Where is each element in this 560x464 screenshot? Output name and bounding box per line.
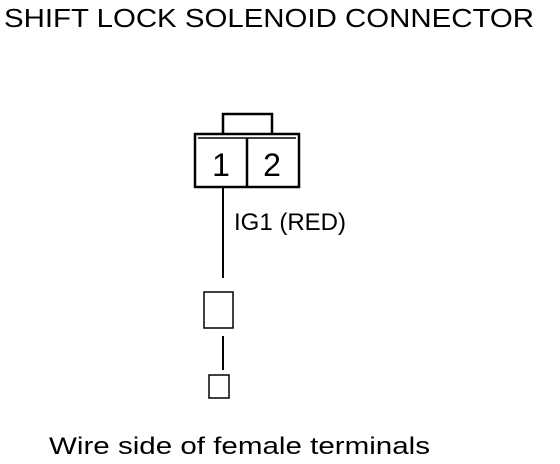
male-terminal [203,291,234,329]
pin-2-label: 2 [263,147,281,183]
diagram-title: SHIFT LOCK SOLENOID CONNECTOR [4,3,534,33]
wire-label: IG1 (RED) [234,209,346,236]
connector [193,112,301,189]
diagram-caption: Wire side of female terminals [49,433,430,460]
pin-1-label: 1 [212,147,230,183]
female-terminal [208,374,230,399]
connector-lock-tab [221,112,274,134]
